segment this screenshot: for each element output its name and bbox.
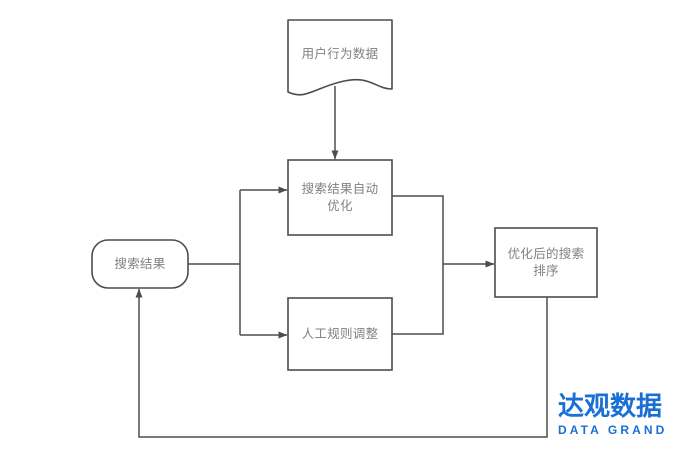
edge-ranking-feedback — [135, 288, 548, 438]
node-shape-optimized-ranking[interactable] — [494, 227, 598, 298]
brand-logo: 达观数据 DATA GRAND — [558, 392, 678, 438]
edge-manual-to-merge — [392, 264, 444, 335]
brand-logo-english: DATA GRAND — [558, 423, 668, 437]
edge-auto-to-merge — [392, 195, 444, 264]
node-shape-user-behavior-data[interactable] — [287, 19, 393, 96]
node-shape-search-results[interactable] — [91, 239, 189, 289]
node-shape-manual-rules[interactable] — [287, 297, 393, 371]
node-shape-auto-optimize[interactable] — [287, 159, 393, 236]
brand-logo-chinese: 达观数据 — [558, 392, 663, 422]
